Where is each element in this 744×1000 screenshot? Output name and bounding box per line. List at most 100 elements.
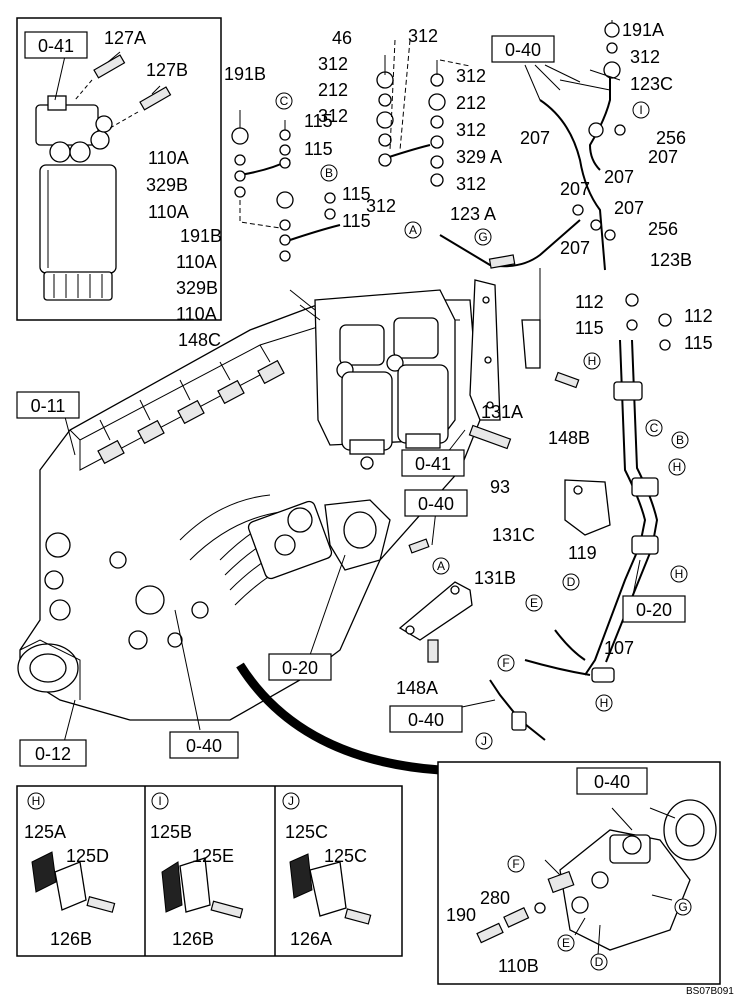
fuel-filters xyxy=(314,279,580,470)
label-280: 280 xyxy=(480,888,510,908)
circle-letter-h: H xyxy=(595,694,613,712)
label-125c: 125C xyxy=(285,822,328,842)
label-110a: 110A xyxy=(148,148,189,168)
label-207: 207 xyxy=(520,128,550,148)
svg-text:0-20: 0-20 xyxy=(282,658,318,678)
part-labels: 127A 127B 191B 115 115 110A 329B 110A 11… xyxy=(24,20,734,997)
label-312: 312 xyxy=(366,196,396,216)
circle-letter-j: J xyxy=(475,732,493,750)
circle-letter-a: A xyxy=(432,557,450,575)
label-112: 112 xyxy=(575,292,604,312)
svg-text:B: B xyxy=(676,433,684,447)
drawing-code: BS07B091 xyxy=(686,986,734,997)
label-131b: 131B xyxy=(474,568,516,588)
label-125d: 125D xyxy=(66,846,109,866)
ref-box-0-11: 0-11 xyxy=(16,391,80,419)
circle-letter-b: B xyxy=(320,164,338,182)
label-312: 312 xyxy=(456,66,486,86)
label-312: 312 xyxy=(408,26,438,46)
circle-letter-d: D xyxy=(590,953,608,971)
label-115: 115 xyxy=(575,318,604,338)
label-110a: 110A xyxy=(148,202,189,222)
label-125a: 125A xyxy=(24,822,66,842)
label-131a: 131A xyxy=(481,402,523,422)
label-119: 119 xyxy=(568,543,597,563)
circle-letter-f: F xyxy=(497,654,515,672)
svg-text:A: A xyxy=(437,559,445,573)
label-126b: 126B xyxy=(50,929,92,949)
label-110a: 110A xyxy=(176,304,217,324)
label-190: 190 xyxy=(446,905,476,925)
svg-text:F: F xyxy=(512,857,519,871)
ref-box-0-12: 0-12 xyxy=(19,739,87,767)
label-256: 256 xyxy=(656,128,686,148)
label-207: 207 xyxy=(560,238,590,258)
svg-text:0-11: 0-11 xyxy=(31,396,66,416)
circle-letter-e: E xyxy=(557,934,575,952)
label-115: 115 xyxy=(342,184,371,204)
circle-letter-a: A xyxy=(404,221,422,239)
label-191a: 191A xyxy=(622,20,664,40)
label-312: 312 xyxy=(456,174,486,194)
svg-text:0-12: 0-12 xyxy=(35,744,71,764)
svg-text:0-41: 0-41 xyxy=(415,454,451,474)
label-107: 107 xyxy=(604,638,634,658)
svg-text:H: H xyxy=(600,696,609,710)
label-127a: 127A xyxy=(104,28,146,48)
svg-text:0-40: 0-40 xyxy=(408,710,444,730)
label-256: 256 xyxy=(648,219,678,239)
circle-letter-e: E xyxy=(525,594,543,612)
label-46: 46 xyxy=(332,28,352,48)
svg-text:0-40: 0-40 xyxy=(186,736,222,756)
svg-text:0-40: 0-40 xyxy=(505,40,541,60)
svg-text:C: C xyxy=(280,94,289,108)
label-131c: 131C xyxy=(492,525,535,545)
label-125c: 125C xyxy=(324,846,367,866)
svg-text:I: I xyxy=(158,794,161,808)
label-148b: 148B xyxy=(548,428,590,448)
circle-letter-b: B xyxy=(671,431,689,449)
label-207: 207 xyxy=(614,198,644,218)
svg-text:B: B xyxy=(325,166,333,180)
svg-text:F: F xyxy=(502,656,509,670)
circle-letter-h: H xyxy=(583,352,601,370)
circle-letter-j: J xyxy=(282,792,300,810)
label-207: 207 xyxy=(648,147,678,167)
label-329a: 329 A xyxy=(456,147,502,167)
svg-text:H: H xyxy=(32,794,41,808)
circle-letter-d: D xyxy=(562,573,580,591)
label-126b: 126B xyxy=(172,929,214,949)
label-112: 112 xyxy=(684,306,713,326)
svg-text:H: H xyxy=(675,567,684,581)
svg-text:D: D xyxy=(567,575,576,589)
inset-injection-pump xyxy=(437,761,721,985)
label-191b: 191B xyxy=(224,64,266,84)
label-125b: 125B xyxy=(150,822,192,842)
label-93: 93 xyxy=(490,477,510,497)
svg-text:0-40: 0-40 xyxy=(418,494,454,514)
label-312: 312 xyxy=(456,120,486,140)
inset-fuel-filter xyxy=(16,17,222,321)
svg-text:D: D xyxy=(595,955,604,969)
ref-box-0-40-top: 0-40 xyxy=(491,35,555,63)
circle-letter-c: C xyxy=(275,92,293,110)
label-110a: 110A xyxy=(176,252,217,272)
label-191b: 191B xyxy=(180,226,222,246)
hardware-stack xyxy=(231,20,672,351)
svg-text:H: H xyxy=(588,354,597,368)
svg-text:G: G xyxy=(478,230,487,244)
label-115: 115 xyxy=(684,333,713,353)
svg-text:E: E xyxy=(530,596,538,610)
label-123c: 123C xyxy=(630,74,673,94)
svg-text:J: J xyxy=(288,794,294,808)
circle-letter-g: G xyxy=(474,228,492,246)
ref-box-0-40-mid: 0-40 xyxy=(404,489,468,517)
label-110b: 110B xyxy=(498,956,539,976)
inset-clamps xyxy=(16,785,403,957)
circle-letter-g: G xyxy=(674,898,692,916)
circle-letter-i: I xyxy=(151,792,169,810)
label-312: 312 xyxy=(630,47,660,67)
svg-text:J: J xyxy=(481,734,487,748)
label-148c: 148C xyxy=(178,330,221,350)
label-329b: 329B xyxy=(146,175,188,195)
